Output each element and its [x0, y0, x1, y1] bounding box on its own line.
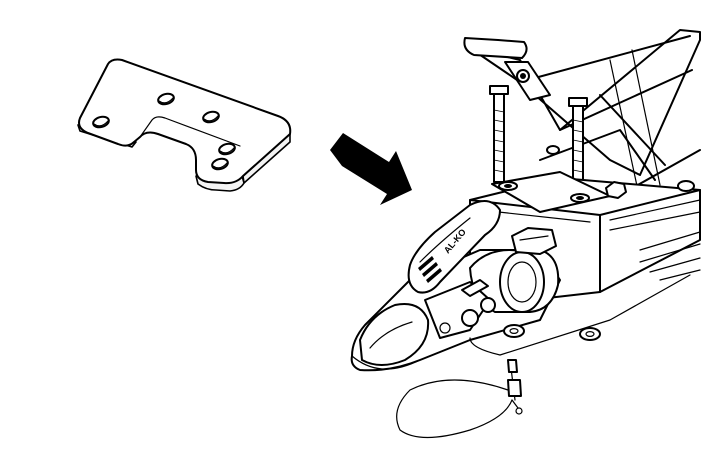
plate-hole — [92, 115, 110, 129]
hitch-assembly: AL-KO — [350, 29, 701, 439]
washer — [579, 327, 601, 341]
mounting-plate — [77, 58, 292, 192]
plate-hole — [157, 92, 175, 106]
coupling-head — [350, 249, 561, 372]
breakaway-cable — [396, 274, 691, 439]
coupling-handle: AL-KO — [407, 200, 557, 294]
handbrake-lever — [463, 37, 551, 101]
mounting-bolt — [489, 85, 509, 183]
plate-hole — [211, 157, 229, 171]
arrow-right-down-icon — [330, 133, 412, 205]
nut — [605, 181, 627, 199]
plate-hole — [202, 110, 220, 124]
plate-hole — [218, 142, 236, 156]
washer — [503, 324, 525, 338]
